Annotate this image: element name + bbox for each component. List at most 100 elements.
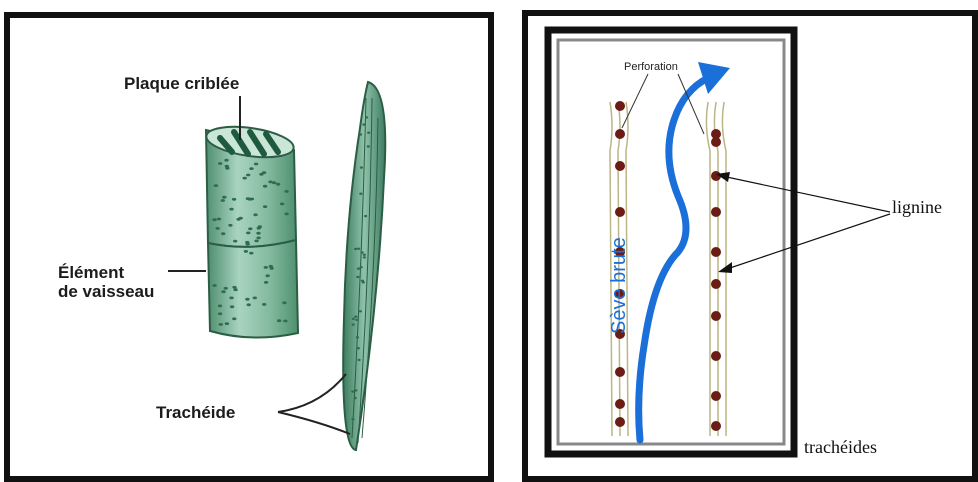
- vessel-pit: [249, 252, 253, 255]
- tracheide-label: Trachéide: [156, 403, 235, 422]
- vessel-pit: [245, 298, 249, 301]
- tracheid-pit: [361, 251, 364, 253]
- vessel-pit: [254, 240, 258, 243]
- plaque-criblee-label: Plaque criblée: [124, 74, 239, 93]
- tracheid-pit: [358, 359, 361, 361]
- lignin-pit: [711, 351, 721, 361]
- lignin-pit: [615, 207, 625, 217]
- tracheid-pit: [359, 133, 362, 135]
- vessel-pit: [221, 290, 225, 293]
- lignin-pit: [711, 391, 721, 401]
- tracheid-pit: [357, 268, 360, 270]
- vessel-illustration: [10, 18, 488, 476]
- tracheides-label: trachéides: [804, 437, 877, 458]
- tracheid-pit: [357, 248, 360, 250]
- vessel-pit: [258, 225, 262, 228]
- tracheid-pit: [356, 276, 359, 278]
- lignin-pit: [615, 367, 625, 377]
- tracheid-pit: [364, 215, 367, 217]
- vessel-pit: [229, 297, 233, 300]
- vessel-pit: [284, 190, 288, 193]
- vessel-pit: [248, 198, 252, 201]
- tracheid-pit: [357, 347, 360, 349]
- vessel-pit: [284, 213, 288, 216]
- vessel-pit: [262, 303, 266, 306]
- tracheid-cell: [343, 82, 385, 450]
- vessel-pit: [246, 174, 250, 177]
- tracheid-pit: [363, 256, 366, 258]
- tracheid-pit: [354, 316, 357, 318]
- tracheid-pit: [365, 116, 368, 118]
- vessel-pit: [225, 322, 229, 325]
- lignin-pit: [615, 399, 625, 409]
- vessel-pit: [243, 177, 247, 180]
- inner-frame-inner: [558, 40, 784, 444]
- vessel-pit: [224, 159, 228, 162]
- vessel-diagram-panel: Plaque criblée Élément de vaisseau Trach…: [4, 12, 494, 482]
- tracheid-pit: [354, 397, 357, 399]
- tracheid-pit: [363, 254, 366, 256]
- tracheid-pit: [367, 132, 370, 134]
- tracheid-flow-panel: Perforation Sève brute lignine trachéide…: [522, 10, 978, 482]
- tracheid-pit: [362, 123, 365, 125]
- vessel-pit: [233, 240, 237, 243]
- tracheid-pit: [355, 319, 358, 321]
- vessel-pit: [232, 317, 236, 320]
- vessel-pit: [217, 218, 221, 221]
- vessel-pit: [259, 173, 263, 176]
- tracheid-pit: [362, 281, 365, 283]
- vessel-pit: [224, 287, 228, 290]
- vessel-pit: [249, 167, 253, 170]
- vessel-pit: [229, 208, 233, 211]
- vessel-pit: [269, 265, 273, 268]
- tracheid-pit: [354, 389, 357, 391]
- lignin-pit: [711, 279, 721, 289]
- vessel-pit: [253, 297, 257, 300]
- lignin-pit: [711, 137, 721, 147]
- vessel-pit: [215, 227, 219, 230]
- vessel-pit: [266, 274, 270, 277]
- tracheid-pit: [360, 266, 363, 268]
- tracheid-pit: [367, 145, 370, 147]
- seve-brute-label: Sève brute: [608, 237, 631, 334]
- vessel-pit: [272, 181, 276, 184]
- vessel-pit: [263, 205, 267, 208]
- vessel-pit: [280, 203, 284, 206]
- vessel-pit: [256, 237, 260, 240]
- vessel-pit: [212, 218, 216, 221]
- vessel-pit: [228, 224, 232, 227]
- perforation-label: Perforation: [624, 61, 678, 73]
- lignin-pit: [711, 311, 721, 321]
- lignin-pit: [615, 417, 625, 427]
- vessel-pit: [245, 241, 249, 244]
- vessel-pit: [283, 320, 287, 323]
- vessel-pit: [218, 162, 222, 165]
- vessel-pit: [232, 198, 236, 201]
- vessel-pit: [232, 286, 236, 289]
- vessel-pit: [248, 227, 252, 230]
- vessel-pit: [263, 185, 267, 188]
- vessel-pit: [230, 305, 234, 308]
- vessel-pit: [277, 319, 281, 322]
- tracheid-pit: [359, 193, 362, 195]
- vessel-pit: [218, 312, 222, 315]
- lignin-pit: [711, 421, 721, 431]
- vessel-pit: [218, 305, 222, 308]
- vessel-pit: [221, 199, 225, 202]
- tracheid-flow-illustration: [528, 16, 972, 476]
- lignin-pit: [615, 101, 625, 111]
- vessel-pit: [214, 184, 218, 187]
- tracheide-leader-line-2: [278, 412, 350, 434]
- tracheid-pit: [356, 336, 359, 338]
- vessel-pit: [256, 232, 260, 235]
- vessel-pit: [219, 323, 223, 326]
- vessel-element-lower: [208, 240, 298, 338]
- vessel-pit: [212, 284, 216, 287]
- lignine-label: lignine: [892, 197, 942, 218]
- vessel-pit: [253, 213, 257, 216]
- tracheid-pit: [351, 390, 354, 392]
- tracheid-pit: [352, 323, 355, 325]
- vessel-pit: [233, 288, 237, 291]
- vessel-pit: [264, 266, 268, 269]
- vessel-pit: [247, 303, 251, 306]
